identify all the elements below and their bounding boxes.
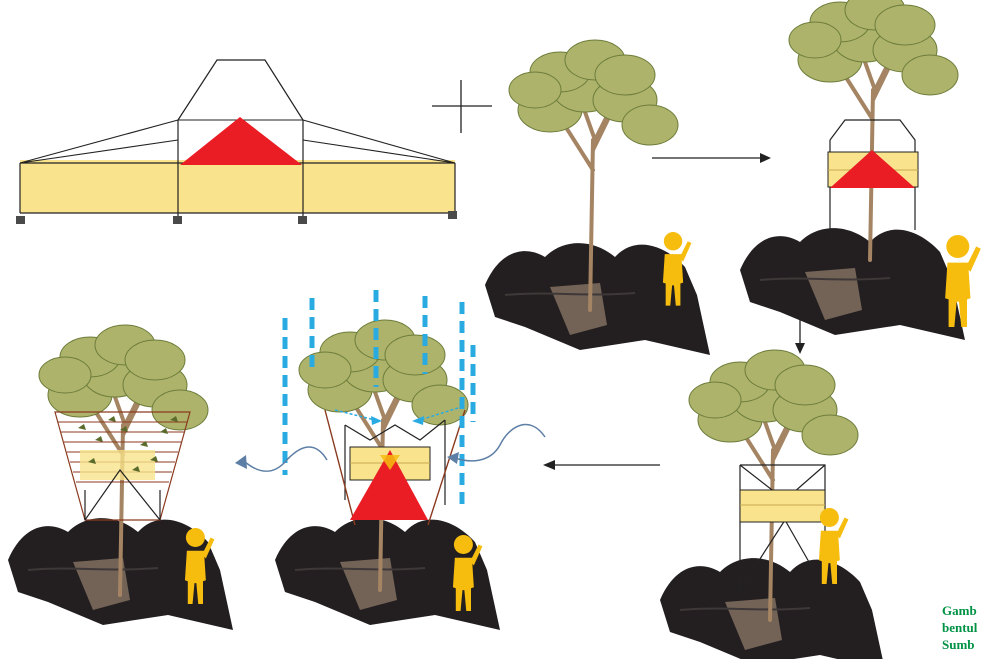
post-foot	[16, 216, 25, 224]
plus-icon	[432, 80, 492, 133]
sand-layer	[20, 160, 455, 213]
post-foot	[298, 216, 307, 224]
caption-line-1: Gamb	[942, 604, 977, 617]
post-foot	[448, 211, 457, 219]
vegetated-shelter-panel	[8, 325, 233, 630]
tree-panel-start	[485, 40, 710, 355]
red-stripe-triangle	[180, 117, 302, 165]
arrow-left-icon	[543, 460, 660, 470]
caption-line-3: Sumb	[942, 638, 975, 651]
arrow-right-icon	[652, 153, 771, 163]
caption-line-2: bentul	[942, 621, 977, 634]
rain-wind-panel	[235, 290, 545, 630]
tree-frame-panel	[740, 0, 981, 340]
post-foot	[173, 216, 182, 224]
shelter-section-panel	[16, 60, 457, 224]
tree-frame-band-panel	[660, 350, 885, 659]
arrow-down-icon	[795, 320, 805, 354]
